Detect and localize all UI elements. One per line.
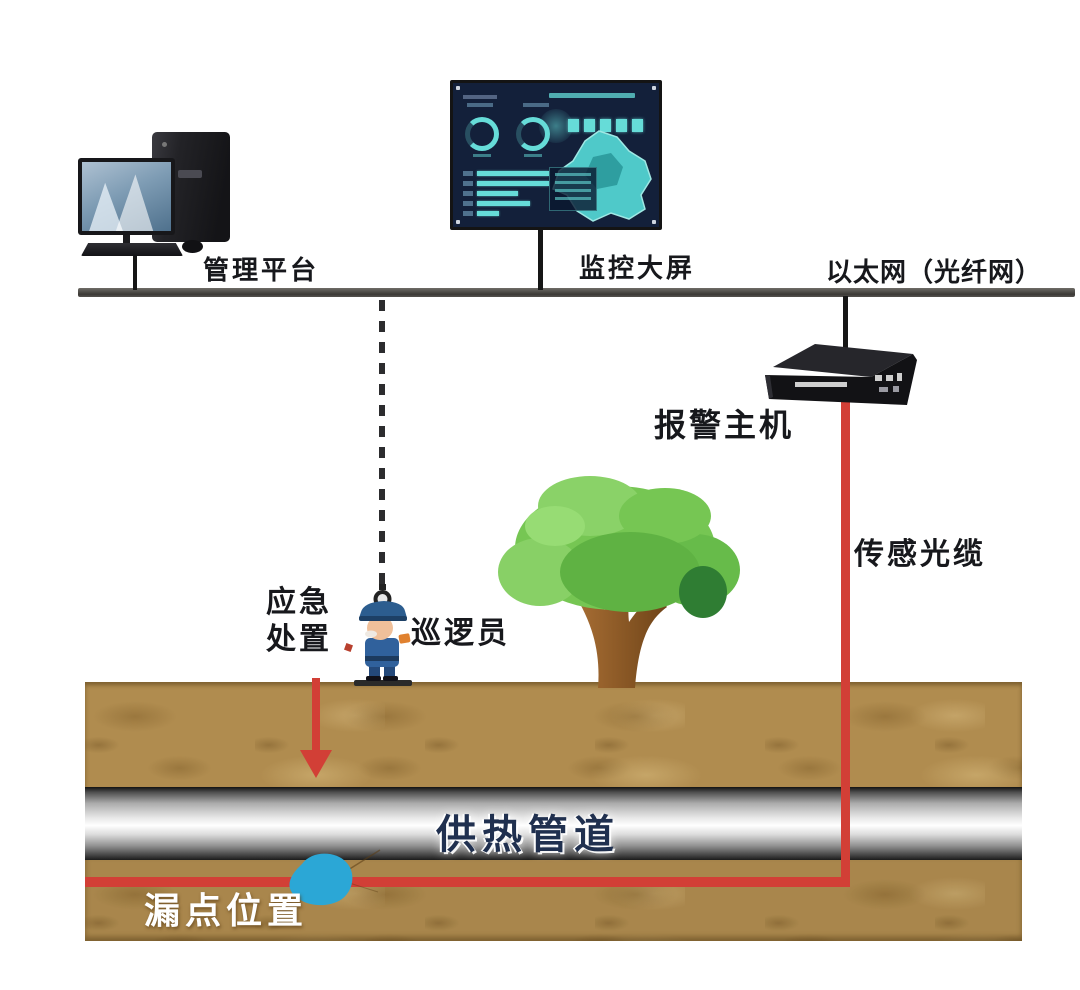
alarm-host-bus-connector xyxy=(843,296,848,348)
tower-badge xyxy=(178,170,202,178)
dashboard-square xyxy=(616,119,627,132)
dashboard-square xyxy=(568,119,579,132)
screen-corner-dot xyxy=(456,86,460,90)
dashboard-gauge xyxy=(465,117,499,151)
monitor-stand xyxy=(123,235,130,244)
dispatch-dashed-line xyxy=(379,300,385,588)
leak-location-label: 漏点位置 xyxy=(144,890,309,931)
patrol-officer-illustration xyxy=(354,601,412,686)
ethernet-label: 以太网（光纤网） xyxy=(826,257,1043,287)
dashboard-gauge-captions xyxy=(467,103,549,107)
monitoring-big-screen xyxy=(450,80,662,230)
dashboard-title-strip xyxy=(549,93,635,98)
dashboard-bars xyxy=(463,169,549,219)
emergency-dig-arrow-shaft xyxy=(312,678,320,752)
screen-bus-connector xyxy=(538,230,543,290)
monitoring-screen-label: 监控大屏 xyxy=(579,253,696,283)
sensing-cable-label: 传感光缆 xyxy=(854,538,986,571)
keyboard xyxy=(81,243,183,256)
heating-pipeline-label: 供热管道 xyxy=(436,813,620,857)
computer-monitor xyxy=(78,158,175,235)
computer-bus-connector xyxy=(133,255,137,290)
gauge-caption xyxy=(523,103,549,107)
dashboard-bar-row xyxy=(463,189,549,198)
tree-illustration xyxy=(498,476,740,688)
mouse xyxy=(182,240,203,253)
leak-blob xyxy=(289,849,381,906)
emergency-dig-arrow-head xyxy=(300,750,332,778)
emergency-label-line2: 处置 xyxy=(266,623,332,656)
ethernet-bus-line xyxy=(78,288,1075,297)
ground-speck xyxy=(398,633,411,644)
dashboard xyxy=(453,83,659,227)
screen-corner-dot xyxy=(456,220,460,224)
dashboard-subtitle-strip xyxy=(463,95,497,99)
screen-corner-dot xyxy=(652,220,656,224)
dashboard-gauge xyxy=(516,117,550,151)
dashboard-bar-row xyxy=(463,199,549,208)
sensing-cable-line-horizontal xyxy=(85,877,850,887)
dashboard-square xyxy=(632,119,643,132)
dashboard-top-squares xyxy=(568,119,643,132)
emergency-response-label: 应急 处置 xyxy=(266,584,332,658)
dashboard-square xyxy=(600,119,611,132)
dashboard-bar-row xyxy=(463,209,549,218)
patrol-officer-label: 巡逻员 xyxy=(411,617,510,650)
dashboard-square xyxy=(584,119,595,132)
power-led-icon xyxy=(162,142,167,147)
management-platform-label: 管理平台 xyxy=(203,255,320,285)
gauge-caption xyxy=(467,103,493,107)
alarm-host-device xyxy=(765,344,917,405)
heating-pipe xyxy=(85,787,1022,861)
screen-corner-dot xyxy=(652,86,656,90)
computer-monitor-wallpaper xyxy=(82,162,171,231)
soil-upper-layer xyxy=(85,682,1022,788)
emergency-label-line1: 应急 xyxy=(266,586,332,619)
sensing-cable-line-vertical xyxy=(841,398,850,887)
dashboard-bar-row xyxy=(463,179,549,188)
dashboard-popup-panel xyxy=(549,167,597,211)
alarm-host-label: 报警主机 xyxy=(654,407,795,443)
dashboard-gauges xyxy=(465,117,550,151)
dashboard-bar-row xyxy=(463,169,549,178)
soil-lower-layer xyxy=(85,860,1022,941)
